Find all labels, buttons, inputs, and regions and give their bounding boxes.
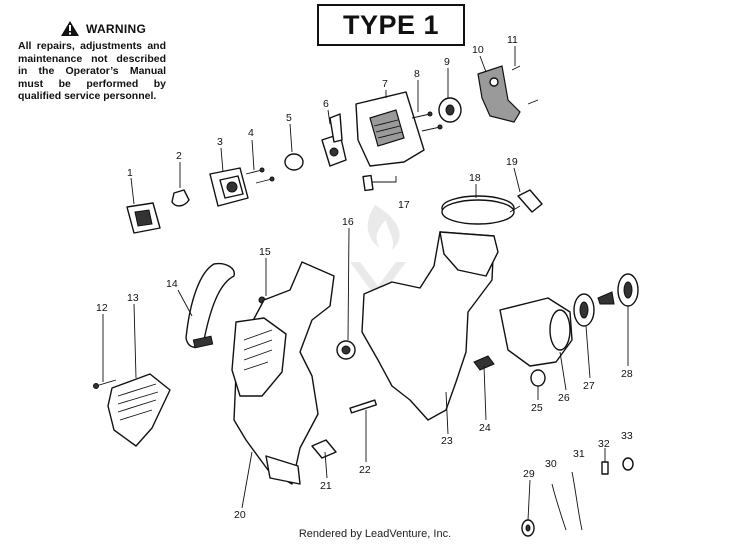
part-33-grommet [622, 457, 634, 471]
part-30-fuel-line [551, 483, 567, 531]
part-31-fuel-line [571, 471, 583, 531]
part-7-side-cover [355, 91, 425, 167]
part-28-end-ring [597, 273, 639, 307]
part-number-15: 15 [259, 246, 271, 258]
part-number-20: 20 [234, 509, 246, 521]
part-17-clip [362, 174, 397, 192]
part-21-clip [311, 439, 337, 459]
part-19-knob [509, 189, 543, 213]
part-13-air-filter-cover [107, 373, 171, 447]
part-number-2: 2 [176, 150, 182, 162]
part-14-handle [185, 262, 235, 349]
part-6-throttle-assembly [321, 113, 347, 167]
type-label: TYPE 1 [317, 4, 465, 46]
part-number-3: 3 [217, 136, 223, 148]
part-5-cap [284, 153, 304, 171]
part-8-screws [411, 111, 443, 132]
part-9-bearing [438, 97, 462, 123]
part-number-4: 4 [248, 127, 254, 139]
warning-text: All repairs, adjustments and maintenance… [18, 40, 166, 103]
part-25-cap [530, 369, 546, 387]
part-number-14: 14 [166, 278, 178, 290]
part-number-27: 27 [583, 380, 595, 392]
warning-block: WARNING All repairs, adjustments and mai… [18, 20, 166, 103]
part-23-outer-housing [361, 231, 499, 421]
part-number-17: 17 [398, 199, 410, 211]
part-18-strap [441, 195, 515, 225]
part-12-screw [93, 379, 117, 389]
part-number-7: 7 [382, 78, 388, 90]
part-number-8: 8 [414, 68, 420, 80]
leader-lines [102, 46, 629, 521]
part-11-screws [511, 65, 539, 105]
part-number-32: 32 [598, 438, 610, 450]
part-20-blower-housing [231, 261, 335, 485]
part-29-washer [521, 519, 535, 537]
warning-header: WARNING [60, 20, 166, 37]
part-2-plug [171, 189, 190, 207]
part-number-24: 24 [479, 422, 491, 434]
part-number-labels: 1 2 3 4 5 6 7 8 9 10 11 12 13 14 15 16 1… [96, 34, 633, 521]
part-number-30: 30 [545, 458, 557, 470]
part-number-26: 26 [558, 392, 570, 404]
part-22-pin [349, 399, 377, 414]
warning-triangle-icon [61, 21, 79, 36]
warning-title: WARNING [86, 21, 147, 36]
part-number-23: 23 [441, 435, 453, 447]
part-number-12: 12 [96, 302, 108, 314]
part-number-25: 25 [531, 402, 543, 414]
part-3-carburetor [209, 167, 249, 207]
part-number-19: 19 [506, 156, 518, 168]
watermark-logo [350, 205, 406, 300]
part-1-gasket [126, 202, 161, 234]
part-27-ring [573, 293, 595, 327]
part-number-22: 22 [359, 464, 371, 476]
part-number-29: 29 [523, 468, 535, 480]
part-number-31: 31 [573, 448, 585, 460]
part-24-block [473, 355, 495, 371]
part-number-13: 13 [127, 292, 139, 304]
part-number-18: 18 [469, 172, 481, 184]
part-number-28: 28 [621, 368, 633, 380]
part-32-fuel-filter [601, 454, 609, 475]
part-number-16: 16 [342, 216, 354, 228]
part-number-21: 21 [320, 480, 332, 492]
part-26-elbow [499, 297, 573, 367]
part-number-1: 1 [127, 167, 133, 179]
part-4-screws [245, 167, 275, 184]
part-16-fan [336, 340, 356, 360]
part-number-33: 33 [621, 430, 633, 442]
part-number-6: 6 [323, 98, 329, 110]
part-10-bracket [477, 65, 521, 123]
part-number-5: 5 [286, 112, 292, 124]
part-number-10: 10 [472, 44, 484, 56]
part-number-9: 9 [444, 56, 450, 68]
part-number-11: 11 [507, 34, 518, 46]
footer-credit: Rendered by LeadVenture, Inc. [298, 528, 452, 540]
